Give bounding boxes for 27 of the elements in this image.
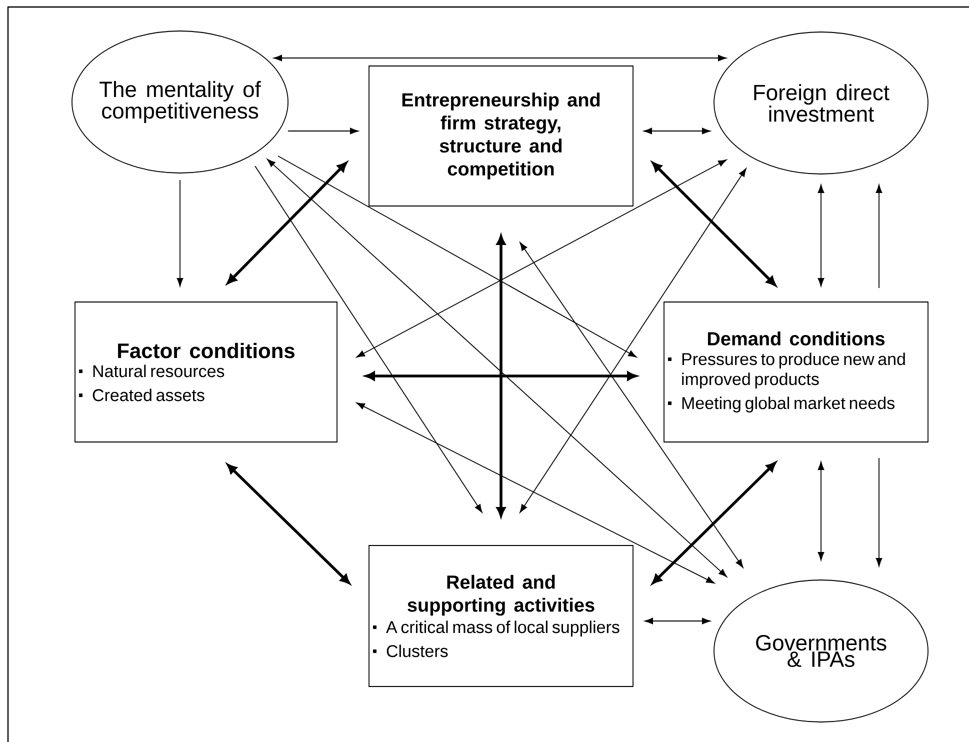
arrow bbox=[818, 462, 824, 560]
oval-node: The mentality of competitiveness bbox=[72, 30, 288, 174]
oval-node: Governments & IPAs bbox=[714, 580, 928, 722]
arrow bbox=[520, 168, 746, 513]
thick-arrow bbox=[227, 464, 350, 584]
rectangle-box: Factor conditions Natural resources Created assets bbox=[74, 302, 338, 442]
arrow bbox=[876, 184, 882, 288]
thick-arrow bbox=[227, 162, 347, 284]
arrow bbox=[520, 242, 744, 568]
arrow bbox=[356, 159, 727, 358]
thick-arrow bbox=[652, 462, 776, 584]
arrow bbox=[644, 128, 710, 134]
arrow bbox=[274, 54, 726, 62]
arrow bbox=[876, 458, 882, 566]
rectangle-box: Entrepreneurship and firm strategy, structure and competition bbox=[368, 66, 634, 206]
arrow bbox=[267, 158, 727, 578]
oval-node: Foreign direct investment bbox=[714, 32, 928, 174]
arrow bbox=[356, 402, 715, 584]
thick-arrow bbox=[652, 162, 776, 286]
arrow bbox=[278, 156, 637, 358]
arrow bbox=[176, 180, 184, 286]
arrow bbox=[644, 618, 710, 624]
arrow bbox=[288, 128, 358, 134]
rectangle-box: Demand conditions Pressures to produce new and improved products Meeting global market needs bbox=[664, 302, 928, 442]
rectangle-box: Related and supporting activities A critical mass of local suppliers Clusters bbox=[368, 545, 634, 687]
arrow bbox=[818, 184, 824, 286]
arrow bbox=[254, 166, 482, 513]
